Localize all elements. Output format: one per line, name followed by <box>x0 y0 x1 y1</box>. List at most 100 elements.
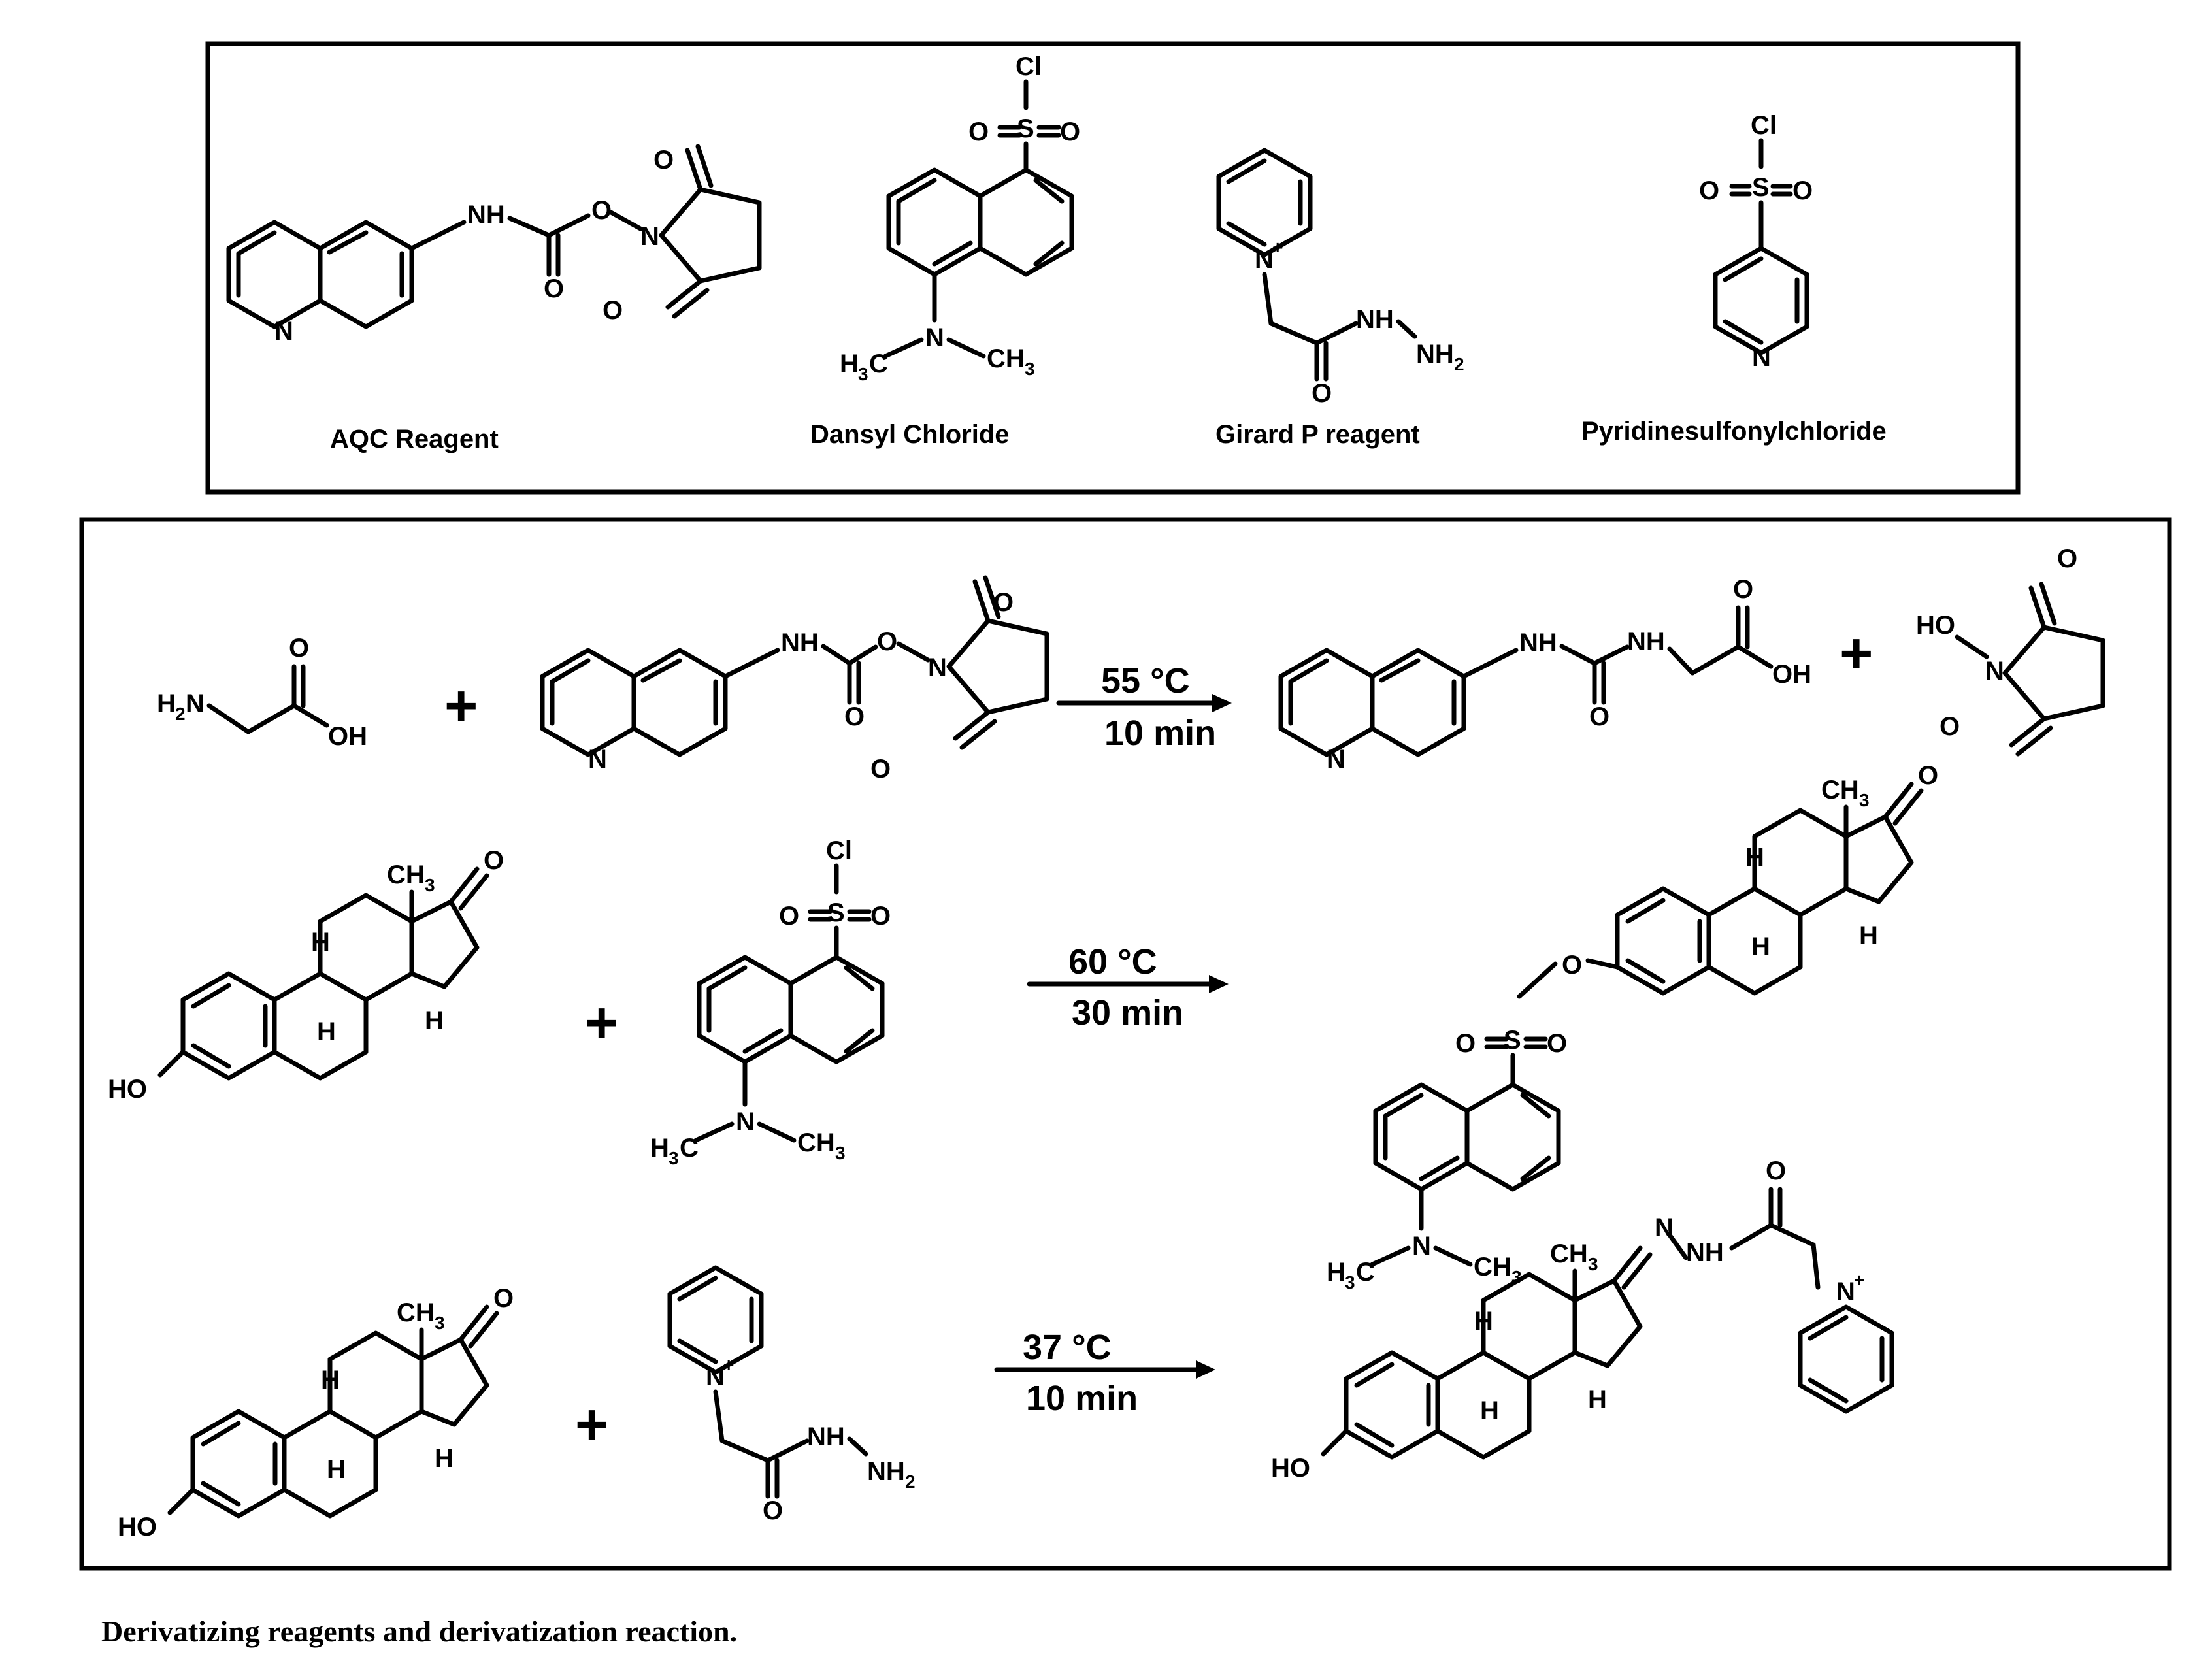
svg-text:H: H <box>1751 932 1770 961</box>
svg-text:N: N <box>928 653 947 682</box>
svg-text:N: N <box>1412 1232 1431 1260</box>
figure-caption: Derivatizing reagents and derivatization… <box>101 1615 738 1648</box>
svg-text:CH: CH <box>397 1298 435 1327</box>
svg-text:2: 2 <box>175 704 186 724</box>
reaction-2-time: 30 min <box>1072 993 1183 1032</box>
svg-text:O: O <box>591 196 612 225</box>
svg-text:CH: CH <box>797 1128 835 1157</box>
svg-text:N: N <box>736 1108 755 1136</box>
svg-text:N: N <box>706 1362 725 1391</box>
svg-text:O: O <box>763 1496 783 1525</box>
reaction-3-temp: 37 °C <box>1023 1328 1112 1367</box>
svg-text:NH: NH <box>1686 1238 1724 1267</box>
svg-text:3: 3 <box>669 1148 679 1168</box>
svg-text:Cl: Cl <box>1015 52 1042 81</box>
svg-text:S: S <box>1752 173 1770 202</box>
svg-text:H: H <box>1480 1396 1499 1425</box>
svg-text:N: N <box>1327 745 1345 774</box>
svg-text:O: O <box>1733 575 1753 604</box>
pyridinesulfonyl-structure: N S O O Cl <box>1699 111 1813 372</box>
svg-text:N: N <box>1255 245 1274 274</box>
svg-text:HO: HO <box>1916 611 1955 640</box>
svg-text:HO: HO <box>1271 1454 1310 1483</box>
svg-text:H: H <box>1474 1307 1493 1336</box>
svg-text:HO: HO <box>118 1513 157 1541</box>
svg-text:H: H <box>1327 1258 1345 1287</box>
svg-text:H: H <box>435 1444 454 1473</box>
nhs-structure: N HO <box>1916 584 2103 754</box>
svg-text:O: O <box>603 296 623 325</box>
svg-text:O: O <box>1699 176 1719 205</box>
svg-text:H: H <box>317 1017 336 1046</box>
svg-text:3: 3 <box>425 875 435 895</box>
aqc-structure-reaction: N NH O O N <box>542 578 1047 774</box>
reagents-box <box>205 41 2021 495</box>
svg-text:H: H <box>311 928 330 957</box>
svg-text:O: O <box>1589 702 1609 731</box>
svg-text:H: H <box>327 1455 346 1484</box>
svg-text:O: O <box>484 846 504 875</box>
svg-text:CH: CH <box>1474 1253 1511 1281</box>
svg-text:H: H <box>425 1006 444 1035</box>
svg-text:O: O <box>1312 379 1332 408</box>
aqc-glycine-product: N NH O NH O OH <box>1281 575 1811 774</box>
svg-text:O: O <box>544 274 564 303</box>
reaction-1-time: 10 min <box>1104 714 1216 753</box>
reagent-name-pyridinesulfonyl: Pyridinesulfonylchloride <box>1581 417 1887 446</box>
svg-text:CH: CH <box>1821 776 1859 804</box>
reaction-arrowhead-2 <box>1209 975 1229 993</box>
svg-text:Cl: Cl <box>1751 111 1777 140</box>
plus-sign: + <box>444 673 478 738</box>
svg-text:O: O <box>289 634 309 663</box>
svg-text:NH: NH <box>1356 305 1394 334</box>
svg-text:3: 3 <box>858 364 868 384</box>
svg-text:3: 3 <box>835 1143 846 1163</box>
svg-text:H: H <box>650 1134 669 1162</box>
svg-text:O: O <box>653 146 674 174</box>
svg-text:NH: NH <box>467 201 505 229</box>
svg-text:+: + <box>585 990 618 1055</box>
svg-text:O: O <box>1547 1029 1567 1058</box>
svg-text:N: N <box>1985 657 2004 685</box>
svg-text:3: 3 <box>1588 1254 1598 1274</box>
svg-text:O: O <box>1455 1029 1476 1058</box>
reagent-name-girardp: Girard P reagent <box>1215 420 1420 449</box>
aqc-structure: N NH O O N <box>229 146 759 346</box>
reaction-arrowhead-3 <box>1196 1360 1215 1379</box>
svg-text:3: 3 <box>435 1313 445 1333</box>
svg-text:3: 3 <box>1859 790 1870 810</box>
svg-text:N: N <box>640 222 659 251</box>
reaction-1-temp: 55 °C <box>1101 661 1190 700</box>
svg-text:HO: HO <box>108 1075 147 1104</box>
svg-text:OH: OH <box>1772 660 1811 689</box>
reaction-3-time: 10 min <box>1026 1379 1138 1418</box>
svg-text:CH: CH <box>387 861 425 889</box>
svg-text:N: N <box>1836 1277 1855 1306</box>
svg-text:OH: OH <box>328 722 367 751</box>
svg-text:NH: NH <box>781 629 819 657</box>
svg-text:3: 3 <box>1345 1272 1355 1293</box>
svg-text:N: N <box>274 317 293 346</box>
girardp-estrone-product: HO CH 3 H H H N NH O <box>1271 1157 1821 1483</box>
svg-text:NH: NH <box>1519 629 1557 657</box>
svg-text:H: H <box>1859 921 1878 950</box>
svg-text:O: O <box>1766 1157 1786 1185</box>
pyridinium-product: N + <box>1800 1270 1892 1411</box>
reaction-arrowhead-1 <box>1212 694 1232 712</box>
svg-text:H: H <box>157 689 176 718</box>
svg-text:N: N <box>588 745 607 774</box>
svg-text:O: O <box>1940 712 1960 741</box>
svg-text:O: O <box>1792 176 1813 205</box>
svg-text:O: O <box>779 902 799 930</box>
svg-text:H: H <box>1588 1385 1607 1414</box>
svg-text:O: O <box>870 755 891 783</box>
svg-text:O: O <box>870 902 891 930</box>
reaction-2-temp: 60 °C <box>1068 942 1157 981</box>
